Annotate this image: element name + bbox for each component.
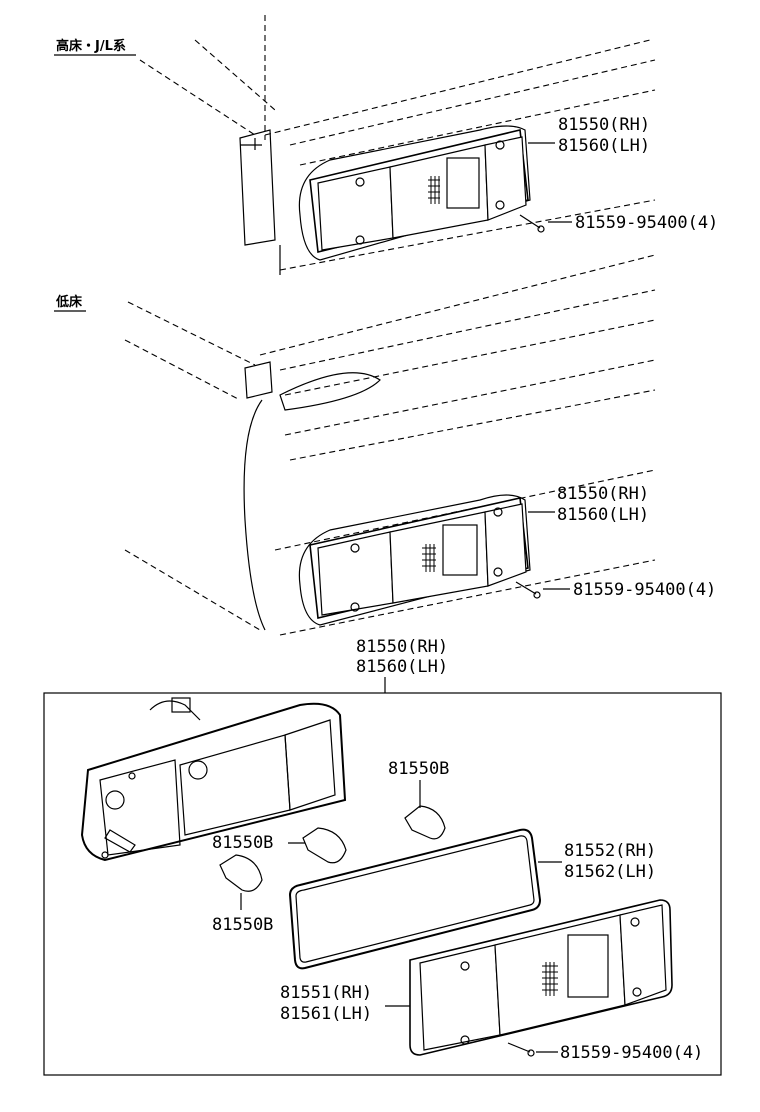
body-edge (124, 339, 241, 401)
callout-lens-lh: 81561(LH) (280, 1004, 372, 1024)
body-edge (299, 89, 656, 166)
body-edge (139, 59, 256, 136)
bulb-icon (288, 827, 347, 864)
lamp-housing (298, 125, 531, 261)
high-floor-section: 高床・J/L系 (54, 15, 718, 275)
corner-post-detail (240, 138, 262, 150)
screw-icon (519, 214, 545, 233)
body-edge (289, 59, 656, 146)
handle-recess (279, 372, 381, 411)
bulb-icon (404, 780, 446, 840)
gasket-icon (288, 828, 542, 970)
callout-screw: 81559-95400(4) (575, 213, 718, 233)
rear-combination-lamp-icon (309, 129, 529, 253)
callout-screw: 81559-95400(4) (560, 1043, 703, 1063)
detail-frame (43, 692, 722, 1076)
callout-bulb-bottom: 81550B (212, 915, 273, 935)
body-edge (259, 254, 656, 356)
callout-gasket-lh: 81562(LH) (564, 862, 656, 882)
low-floor-title: 低床 (55, 294, 83, 310)
callout-assy-lh: 81560(LH) (356, 657, 448, 677)
lamp-housing-icon (80, 697, 347, 862)
lamp-housing (298, 494, 531, 626)
callout-lamp-rh: 81550(RH) (557, 484, 649, 504)
body-edge (284, 359, 656, 436)
detail-section: 81550(RH) 81560(LH) (43, 637, 722, 1076)
corner-post (239, 129, 276, 246)
bulb-icon (219, 854, 263, 910)
body-edge (127, 301, 256, 366)
screw-icon (515, 581, 541, 599)
rear-combination-lamp-icon (309, 497, 529, 619)
callout-screw: 81559-95400(4) (573, 580, 716, 600)
body-edge (279, 289, 656, 371)
body-edge (124, 549, 261, 631)
body-edge (279, 559, 656, 636)
body-edge (284, 319, 656, 396)
corner-post (244, 361, 273, 399)
low-floor-section: 低床 8155 (54, 254, 716, 636)
screw-icon (507, 1042, 535, 1057)
callout-bulb-top: 81550B (388, 759, 449, 779)
callout-gasket-rh: 81552(RH) (564, 841, 656, 861)
body-edge (194, 39, 276, 111)
body-edge (289, 389, 656, 461)
body-edge (279, 199, 656, 271)
high-floor-title: 高床・J/L系 (56, 38, 126, 54)
body-edge (264, 39, 651, 136)
callout-lamp-rh: 81550(RH) (558, 115, 650, 135)
callout-assy-rh: 81550(RH) (356, 637, 448, 657)
callout-bulb-left: 81550B (212, 833, 273, 853)
callout-lens-rh: 81551(RH) (280, 983, 372, 1003)
bumper-edge (243, 399, 266, 631)
lens-icon (409, 899, 673, 1056)
callout-lamp-lh: 81560(LH) (558, 136, 650, 156)
callout-lamp-lh: 81560(LH) (557, 505, 649, 525)
